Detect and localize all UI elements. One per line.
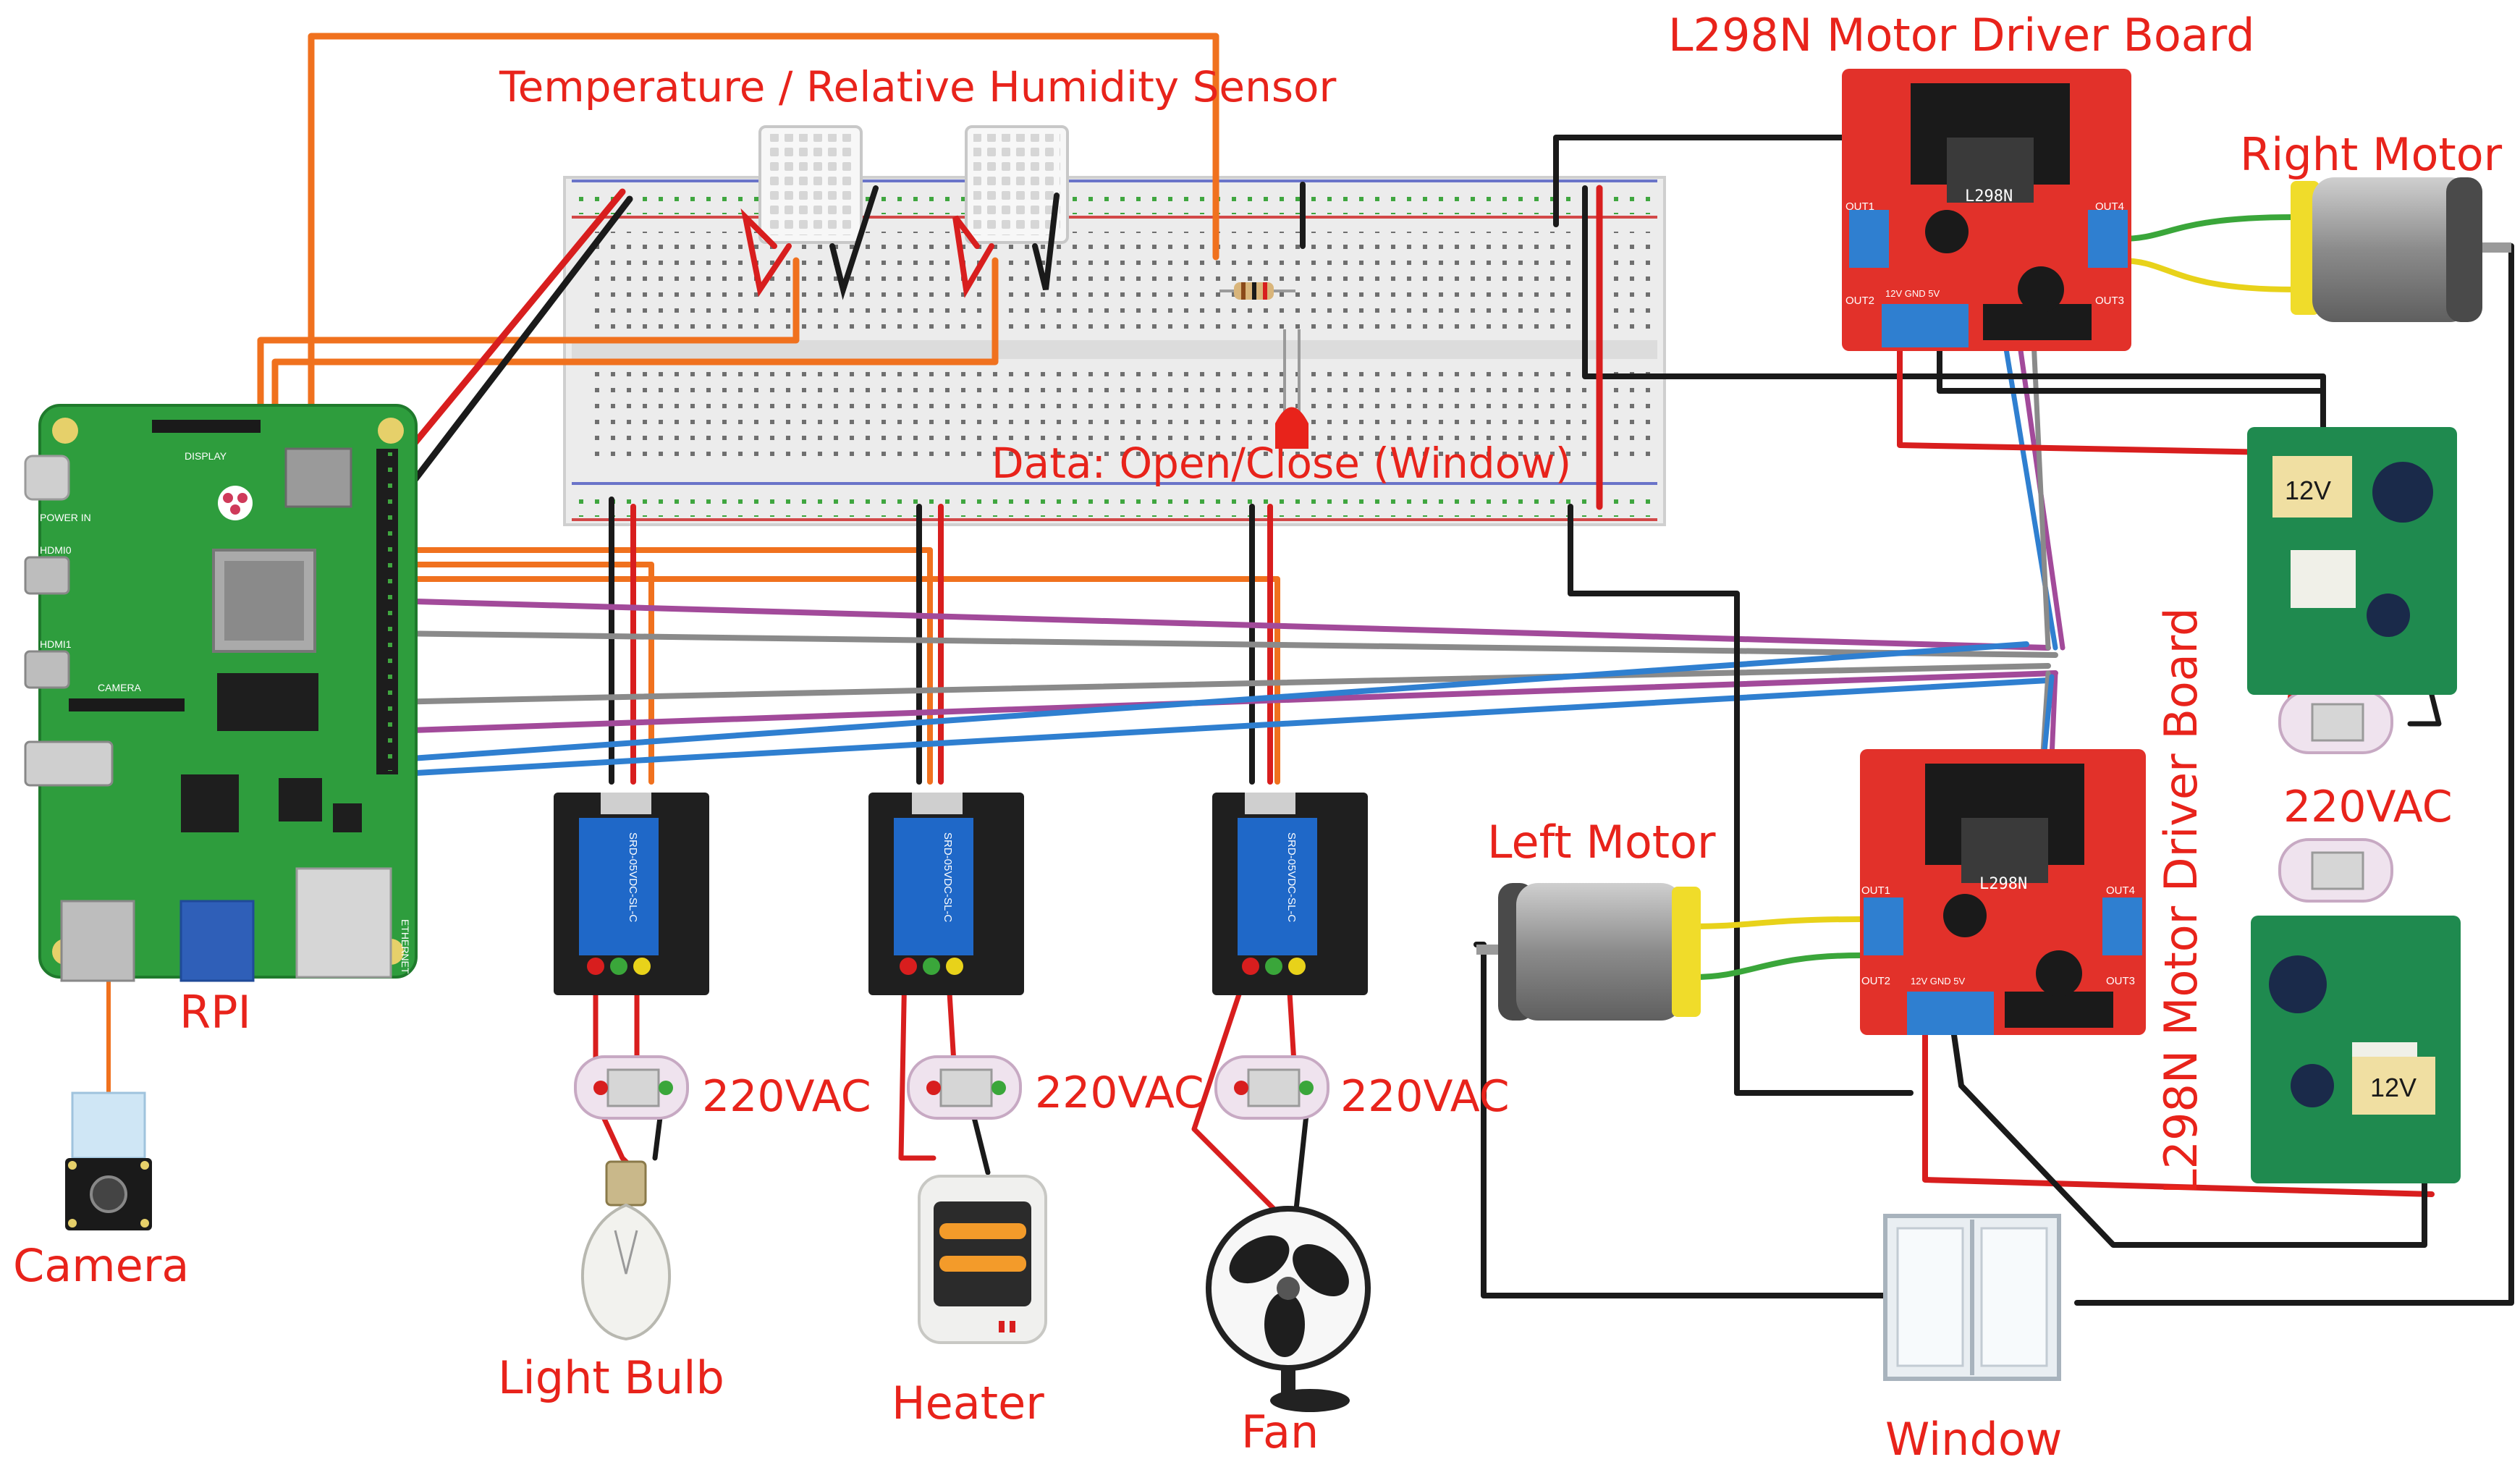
driver-top-power-pins: 12V GND 5V — [1885, 288, 1940, 299]
driver-bottom-chip-label: L298N — [1979, 875, 2027, 893]
left-motor-icon — [1476, 883, 1701, 1021]
vac-3-label: 220VAC — [1340, 1071, 1510, 1122]
data-label: Data: Open/Close (Window) — [991, 439, 1571, 488]
fan-icon — [1206, 1206, 1371, 1412]
driver-bottom-out2: OUT2 — [1861, 975, 1890, 987]
resistor — [1219, 282, 1295, 300]
temperature-humidity-sensor-1 — [758, 125, 863, 244]
driver-top-out4: OUT4 — [2095, 200, 2124, 213]
heater-icon — [918, 1175, 1047, 1344]
right-motor-icon — [2291, 177, 2511, 322]
temperature-humidity-sensor-2 — [965, 125, 1069, 244]
driver-top-chip-label: L298N — [1965, 187, 2013, 206]
ac-plug-2 — [907, 1055, 1022, 1120]
driver-top-label: L298N Motor Driver Board — [1668, 9, 2255, 62]
l298n-driver-top: L298N OUT1 OUT2 OUT3 OUT4 12V GND 5V — [1842, 69, 2131, 351]
relay-1-text: SRD-05VDC-SL-C — [627, 832, 639, 922]
camera-label: Camera — [13, 1239, 189, 1292]
driver-top-out1: OUT1 — [1845, 200, 1874, 213]
power-supply-bottom: 12V — [2251, 916, 2461, 1183]
driver-bottom-out4: OUT4 — [2106, 884, 2135, 897]
raspberry-pi-board: DISPLAY POWER IN HDMI0 HDMI1 CAMERA ETHE… — [24, 404, 418, 982]
ethernet-label: ETHERNET — [399, 919, 411, 974]
camera-port-label: CAMERA — [98, 682, 142, 693]
led — [1275, 329, 1308, 449]
light-bulb-label: Light Bulb — [498, 1351, 724, 1404]
ac-plug-4 — [2278, 690, 2393, 754]
relay-module-2: SRD-05VDC-SL-C — [868, 793, 1024, 995]
relay-3-text: SRD-05VDC-SL-C — [1285, 832, 1298, 922]
ac-plug-3 — [1214, 1055, 1329, 1120]
camera-module — [65, 1091, 152, 1230]
left-motor-label: Left Motor — [1487, 816, 1716, 869]
rpi-label: RPI — [179, 986, 251, 1039]
relay-module-1: SRD-05VDC-SL-C — [554, 793, 709, 995]
hdmi0-label: HDMI0 — [40, 544, 72, 556]
heater-label: Heater — [892, 1377, 1044, 1429]
display-port-label: DISPLAY — [185, 450, 227, 462]
driver-bottom-power-pins: 12V GND 5V — [1911, 976, 1965, 987]
psu-bottom-voltage-label: 12V — [2370, 1073, 2417, 1102]
relay-module-3: SRD-05VDC-SL-C — [1212, 793, 1368, 995]
driver-bottom-out3: OUT3 — [2106, 975, 2135, 987]
raspberry-logo-icon — [218, 486, 253, 520]
light-bulb-icon — [581, 1160, 671, 1341]
vac-4-label: 220VAC — [2283, 782, 2453, 832]
sensor-label: Temperature / Relative Humidity Sensor — [499, 62, 1337, 111]
psu-top-voltage-label: 12V — [2285, 476, 2331, 505]
driver-bottom-label: L298N Motor Driver Board — [2155, 607, 2207, 1194]
power-supply-top: 12V — [2247, 427, 2457, 695]
ac-plug-1 — [574, 1055, 689, 1120]
window-icon — [1883, 1214, 2061, 1381]
power-in-label: POWER IN — [40, 512, 91, 523]
fan-label: Fan — [1241, 1406, 1319, 1458]
right-motor-label: Right Motor — [2240, 128, 2503, 181]
vac-2-label: 220VAC — [1035, 1068, 1204, 1118]
relay-2-text: SRD-05VDC-SL-C — [942, 832, 954, 922]
driver-top-out3: OUT3 — [2095, 295, 2124, 307]
vac-1-label: 220VAC — [702, 1071, 871, 1122]
ac-plug-5 — [2278, 838, 2393, 903]
driver-bottom-out1: OUT1 — [1861, 884, 1890, 897]
l298n-driver-bottom: L298N OUT1 OUT2 OUT3 OUT4 12V GND 5V — [1860, 749, 2146, 1035]
window-label: Window — [1885, 1413, 2062, 1466]
sensor-leads — [740, 185, 1060, 300]
labels: Temperature / Relative Humidity Sensor L… — [13, 9, 2503, 1466]
driver-top-out2: OUT2 — [1845, 295, 1874, 307]
hdmi1-label: HDMI1 — [40, 638, 72, 650]
